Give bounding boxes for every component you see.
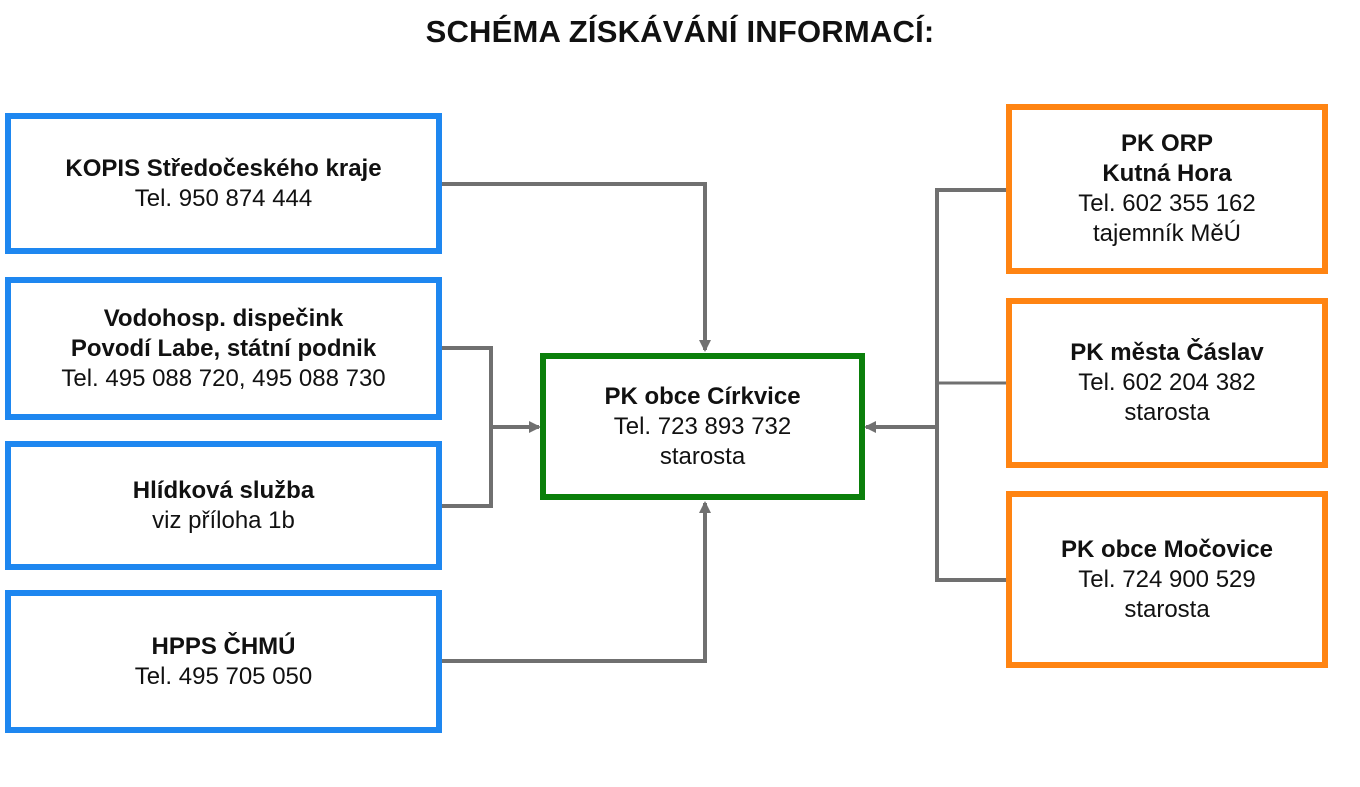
node-cirkvice-phone: Tel. 723 893 732 (613, 412, 792, 440)
node-orp-name-2: Kutná Hora (1102, 160, 1232, 187)
node-cirkvice-name: PK obce Církvice (604, 382, 801, 410)
node-caslav: PK města Čáslav Tel. 602 204 382 starost… (1006, 298, 1328, 468)
node-vodohosp-phone: Tel. 495 088 720, 495 088 730 (61, 364, 386, 392)
node-vodohosp-name-1: Vodohosp. dispečink (103, 304, 344, 332)
connector-hpps (441, 501, 711, 663)
node-orp: PK ORP Kutná Hora Tel. 602 355 162 tajem… (1006, 104, 1328, 274)
node-cirkvice: PK obce Církvice Tel. 723 893 732 staros… (540, 353, 865, 500)
node-mocovice: PK obce Močovice Tel. 724 900 529 staros… (1006, 491, 1328, 668)
node-kopis: KOPIS Středočeského kraje Tel. 950 874 4… (5, 113, 442, 254)
node-kopis-phone: Tel. 950 874 444 (134, 184, 313, 212)
node-orp-role: tajemník MěÚ (1092, 220, 1242, 247)
node-vodohosp-name-2: Povodí Labe, státní podnik (70, 334, 377, 362)
connector-kopis (441, 182, 711, 352)
node-orp-phone: Tel. 602 355 162 (1078, 190, 1256, 217)
node-caslav-role: starosta (1124, 399, 1210, 426)
diagram-title: SCHÉMA ZÍSKÁVÁNÍ INFORMACÍ: (425, 14, 935, 49)
node-hlidkova-name: Hlídková služba (132, 476, 315, 504)
node-mocovice-phone: Tel. 724 900 529 (1078, 565, 1256, 593)
node-mocovice-role: starosta (1124, 595, 1210, 623)
node-orp-name-1: PK ORP (1120, 130, 1213, 157)
connector-right-bracket (935, 188, 1008, 582)
node-kopis-name: KOPIS Středočeského kraje (65, 154, 382, 182)
node-mocovice-name: PK obce Močovice (1060, 535, 1274, 563)
node-hpps: HPPS ČHMÚ Tel. 495 705 050 (5, 590, 442, 733)
node-hpps-phone: Tel. 495 705 050 (134, 662, 313, 690)
node-caslav-name: PK města Čáslav (1070, 339, 1264, 366)
node-hpps-name: HPPS ČHMÚ (151, 632, 296, 660)
node-caslav-phone: Tel. 602 204 382 (1078, 369, 1256, 396)
node-hlidkova-note: viz příloha 1b (152, 506, 295, 534)
node-vodohosp: Vodohosp. dispečink Povodí Labe, státní … (5, 277, 442, 420)
connector-vodohosp (441, 346, 493, 508)
node-hlidkova: Hlídková služba viz příloha 1b (5, 441, 442, 570)
node-cirkvice-role: starosta (659, 442, 746, 470)
